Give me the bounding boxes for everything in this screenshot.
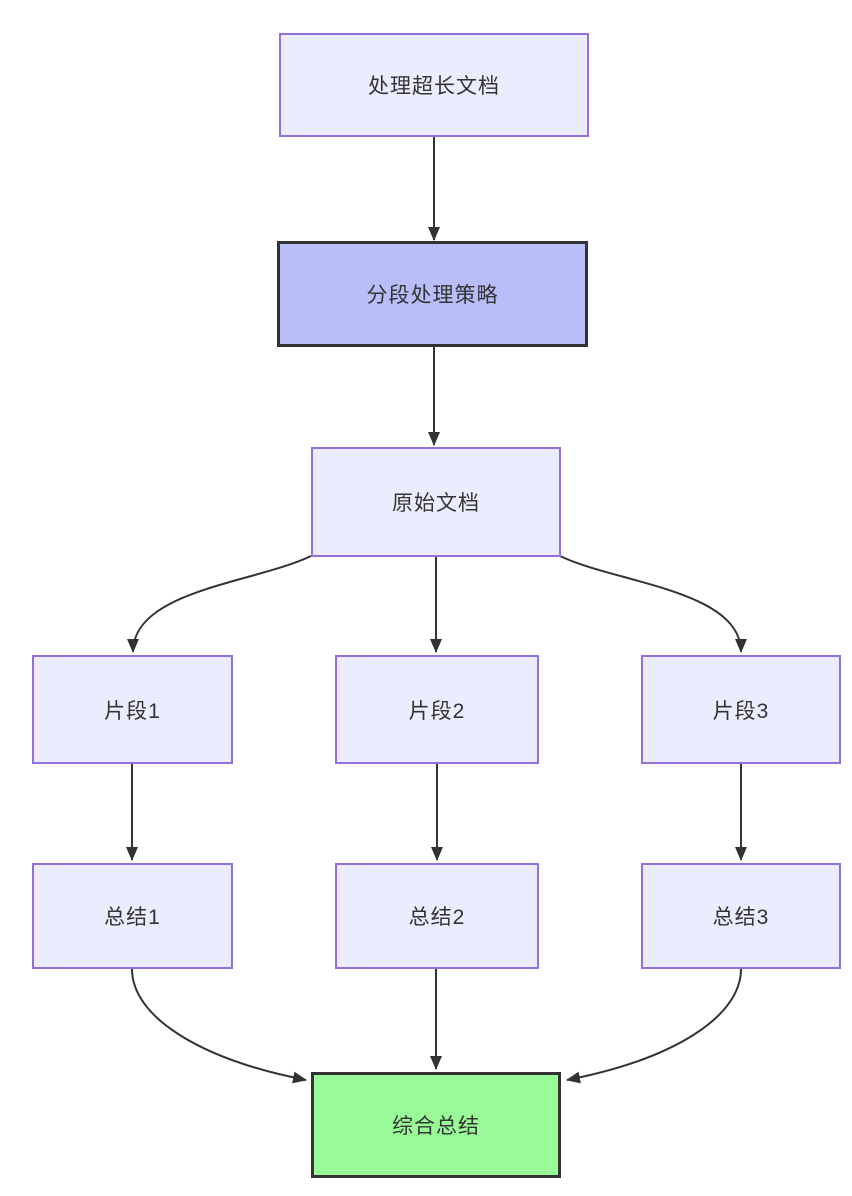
node-segment2: 片段2 [335,655,539,764]
node-segment3: 片段3 [641,655,841,764]
edge-original-doc-to-segment1 [127,555,312,653]
edge-summary3-to-final-summary [566,968,742,1084]
node-original-doc: 原始文档 [311,447,561,557]
node-summary2: 总结2 [335,863,539,969]
edge-summary1-to-final-summary [131,968,307,1084]
node-strategy: 分段处理策略 [277,241,588,347]
node-summary1: 总结1 [32,863,233,969]
node-final-summary: 综合总结 [311,1072,561,1178]
node-summary3: 总结3 [641,863,841,969]
node-process-doc: 处理超长文档 [279,33,589,137]
node-segment1: 片段1 [32,655,233,764]
edge-original-doc-to-segment3 [559,555,747,653]
